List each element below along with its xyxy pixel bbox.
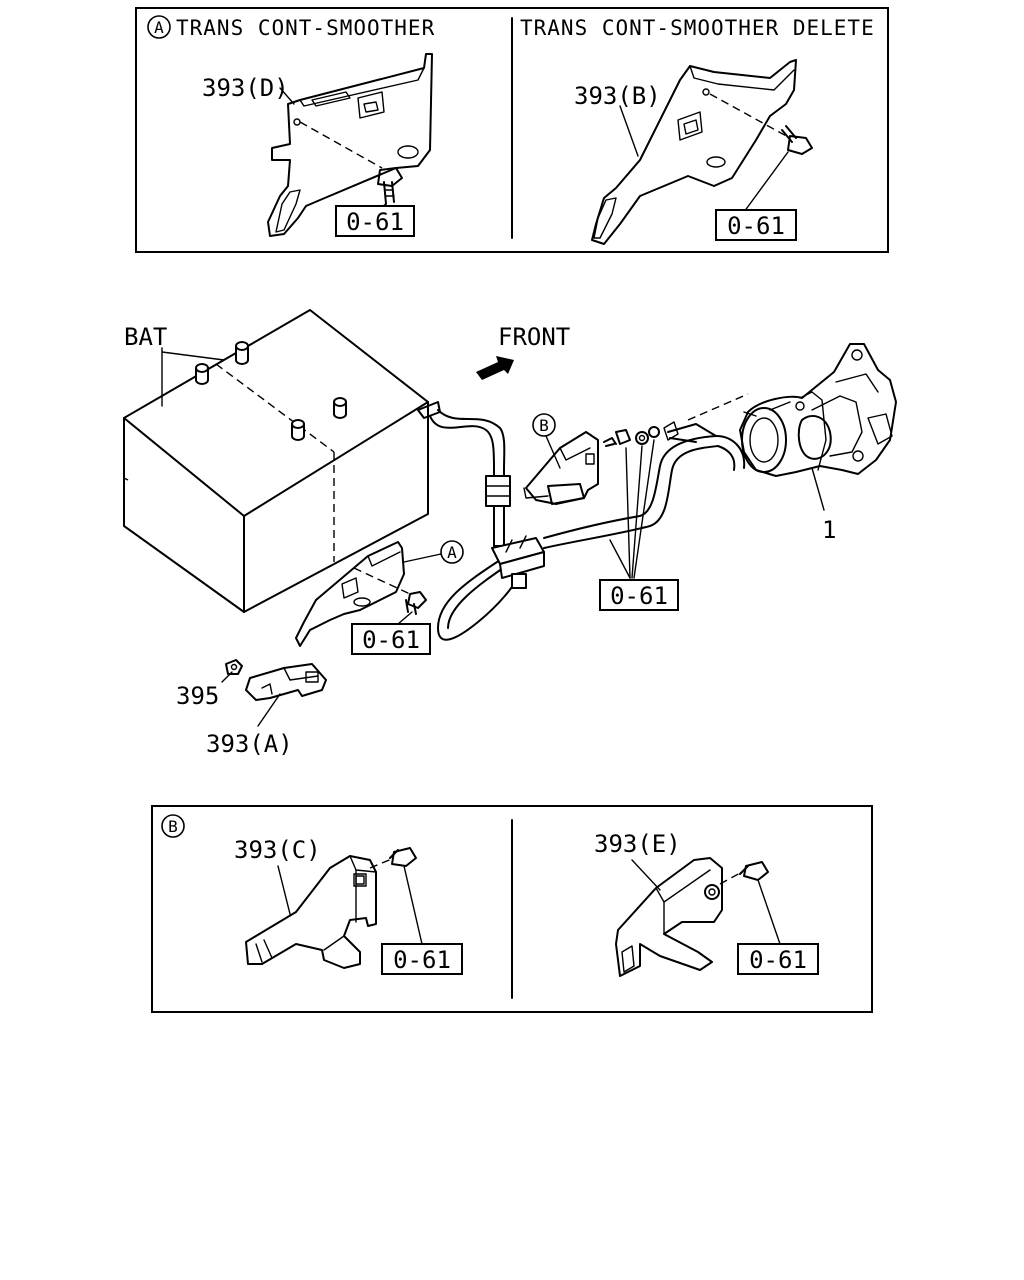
callout-panel-b-left-text: 0-61 xyxy=(393,946,451,974)
label-393b: 393(B) xyxy=(574,82,661,110)
nut-395 xyxy=(225,659,243,675)
callout-main-right xyxy=(599,579,679,611)
leader-callout-b-right xyxy=(757,879,781,945)
front-arrow-icon xyxy=(476,356,514,380)
leader-marker-b xyxy=(545,435,561,469)
marker-a-main-letter: A xyxy=(447,543,457,562)
callout-panel-b-right-text: 0-61 xyxy=(749,946,807,974)
callout-panel-b-left xyxy=(381,943,463,975)
leader-393e xyxy=(631,859,661,891)
panel-b-frame xyxy=(151,805,873,1013)
leader-393b xyxy=(619,105,639,157)
battery-cable xyxy=(417,401,746,641)
callout-panel-b-right xyxy=(737,943,819,975)
bracket-a-main xyxy=(295,541,427,647)
leader-395 xyxy=(221,671,233,683)
callout-main-left-text: 0-61 xyxy=(362,626,420,654)
bracket-393e xyxy=(615,857,769,977)
panel-a-right-caption: TRANS CONT-SMOOTHER DELETE xyxy=(520,16,875,40)
battery-terminal xyxy=(235,341,249,365)
main-view: BAT FRONT xyxy=(123,309,897,758)
callout-panel-a-left xyxy=(335,205,415,237)
label-front: FRONT xyxy=(498,323,570,351)
bracket-393d xyxy=(267,53,433,237)
label-bat: BAT xyxy=(124,323,167,351)
marker-b-main-letter: B xyxy=(539,416,549,435)
callout-panel-a-left-text: 0-61 xyxy=(346,208,404,236)
leader-393d xyxy=(279,87,295,105)
panel-b: B 393(C) 0-61 xyxy=(151,805,873,1013)
panel-a-marker: A xyxy=(147,15,171,39)
callout-main-left xyxy=(351,623,431,655)
bracket-b-main xyxy=(523,426,660,505)
bracket-393c xyxy=(245,847,417,969)
callout-panel-a-right xyxy=(715,209,797,241)
leader-bat-1 xyxy=(161,347,225,361)
battery-terminal xyxy=(333,397,347,419)
label-starter: 1 xyxy=(822,516,836,544)
leader-393c xyxy=(277,865,291,915)
panel-a-frame xyxy=(135,7,889,253)
leader-callout-main-left xyxy=(397,611,413,625)
panel-a: A TRANS CONT-SMOOTHER TRANS CONT-SMOOTHE… xyxy=(135,7,889,253)
bracket-393b xyxy=(591,59,813,245)
starter-motor xyxy=(687,343,897,477)
label-393d: 393(D) xyxy=(202,74,289,102)
leader-starter xyxy=(811,467,825,511)
leader-marker-a xyxy=(403,553,442,563)
panel-b-marker-letter: B xyxy=(168,817,178,836)
panel-a-left-caption: TRANS CONT-SMOOTHER xyxy=(176,16,435,40)
callout-main-right-text: 0-61 xyxy=(610,582,668,610)
label-393c: 393(C) xyxy=(234,836,321,864)
leader-callout-a-right xyxy=(743,151,789,213)
label-393a: 393(A) xyxy=(206,730,293,758)
callout-panel-a-right-text: 0-61 xyxy=(727,212,785,240)
battery-terminal xyxy=(195,363,209,385)
bracket-393a xyxy=(245,663,327,701)
panel-b-marker: B xyxy=(161,814,185,838)
battery xyxy=(123,309,429,613)
leader-393a xyxy=(257,693,281,727)
label-395: 395 xyxy=(176,682,219,710)
marker-b-main: B xyxy=(532,413,556,437)
battery-terminal xyxy=(291,419,305,441)
leader-callout-b-left xyxy=(403,865,423,945)
panel-a-marker-letter: A xyxy=(154,18,164,37)
leaders-callout-main-right xyxy=(609,439,655,579)
label-393e: 393(E) xyxy=(594,830,681,858)
marker-a-main: A xyxy=(440,540,464,564)
